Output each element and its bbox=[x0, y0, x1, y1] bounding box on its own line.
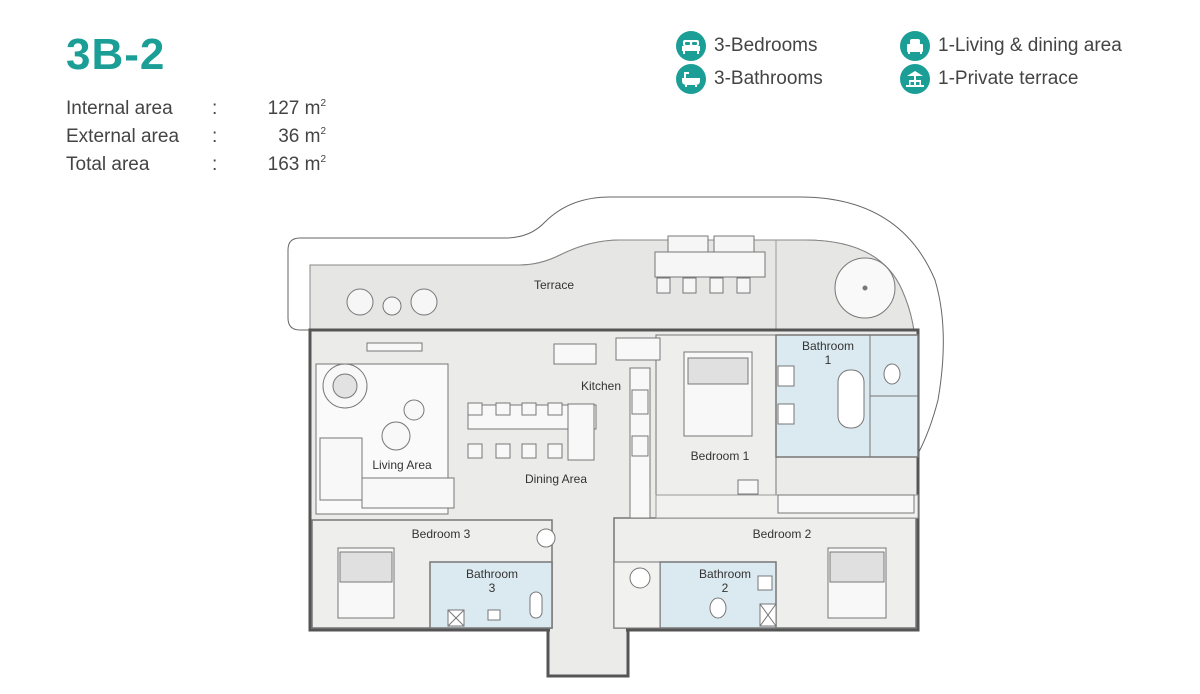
area-label: Internal area bbox=[66, 98, 173, 119]
area-row-total: Total area : 163 m2 bbox=[66, 152, 326, 180]
feature-label: 3-Bathrooms bbox=[714, 68, 823, 89]
room-label-bathroom3: Bathroom bbox=[466, 567, 518, 581]
room-label-kitchen: Kitchen bbox=[581, 379, 621, 393]
room-label-dining: Dining Area bbox=[525, 472, 587, 486]
area-value: 127 m2 bbox=[267, 98, 326, 119]
bathroom-fixtures bbox=[447, 363, 901, 627]
room-label-bathroom2-number: 2 bbox=[722, 581, 729, 595]
bedroom-furniture bbox=[337, 351, 915, 619]
room-label-bedroom3: Bedroom 3 bbox=[412, 527, 471, 541]
area-colon: : bbox=[212, 98, 218, 119]
feature-label: 3-Bedrooms bbox=[714, 35, 818, 56]
feature-label: 1-Private terrace bbox=[938, 68, 1079, 89]
area-label: Total area bbox=[66, 154, 150, 175]
room-label-terrace: Terrace bbox=[534, 278, 574, 292]
terrace-icon bbox=[900, 64, 930, 94]
area-value: 163 m2 bbox=[267, 154, 326, 175]
terrace-furniture bbox=[346, 235, 896, 319]
dining-furniture bbox=[467, 337, 661, 519]
room-label-bathroom3-number: 3 bbox=[489, 581, 496, 595]
room-label-living: Living Area bbox=[372, 458, 432, 472]
bathtub-icon bbox=[676, 64, 706, 94]
room-label-bathroom1-number: 1 bbox=[825, 353, 832, 367]
living-furniture bbox=[315, 342, 455, 515]
area-colon: : bbox=[212, 126, 218, 147]
area-summary: Internal area : 127 m2 External area : 3… bbox=[66, 96, 326, 180]
area-colon: : bbox=[212, 154, 218, 175]
unit-title: 3B-2 bbox=[66, 30, 166, 79]
room-label-bedroom1: Bedroom 1 bbox=[691, 449, 750, 463]
room-label-bathroom1: Bathroom bbox=[802, 339, 854, 353]
room-label-bathroom2: Bathroom bbox=[699, 567, 751, 581]
area-label: External area bbox=[66, 126, 180, 147]
area-row-external: External area : 36 m2 bbox=[66, 124, 326, 152]
area-row-internal: Internal area : 127 m2 bbox=[66, 96, 326, 124]
bed-icon bbox=[676, 31, 706, 61]
armchair-icon bbox=[900, 31, 930, 61]
feature-label: 1-Living & dining area bbox=[938, 35, 1122, 56]
room-label-bedroom2: Bedroom 2 bbox=[753, 527, 812, 541]
area-value: 36 m2 bbox=[278, 126, 326, 147]
